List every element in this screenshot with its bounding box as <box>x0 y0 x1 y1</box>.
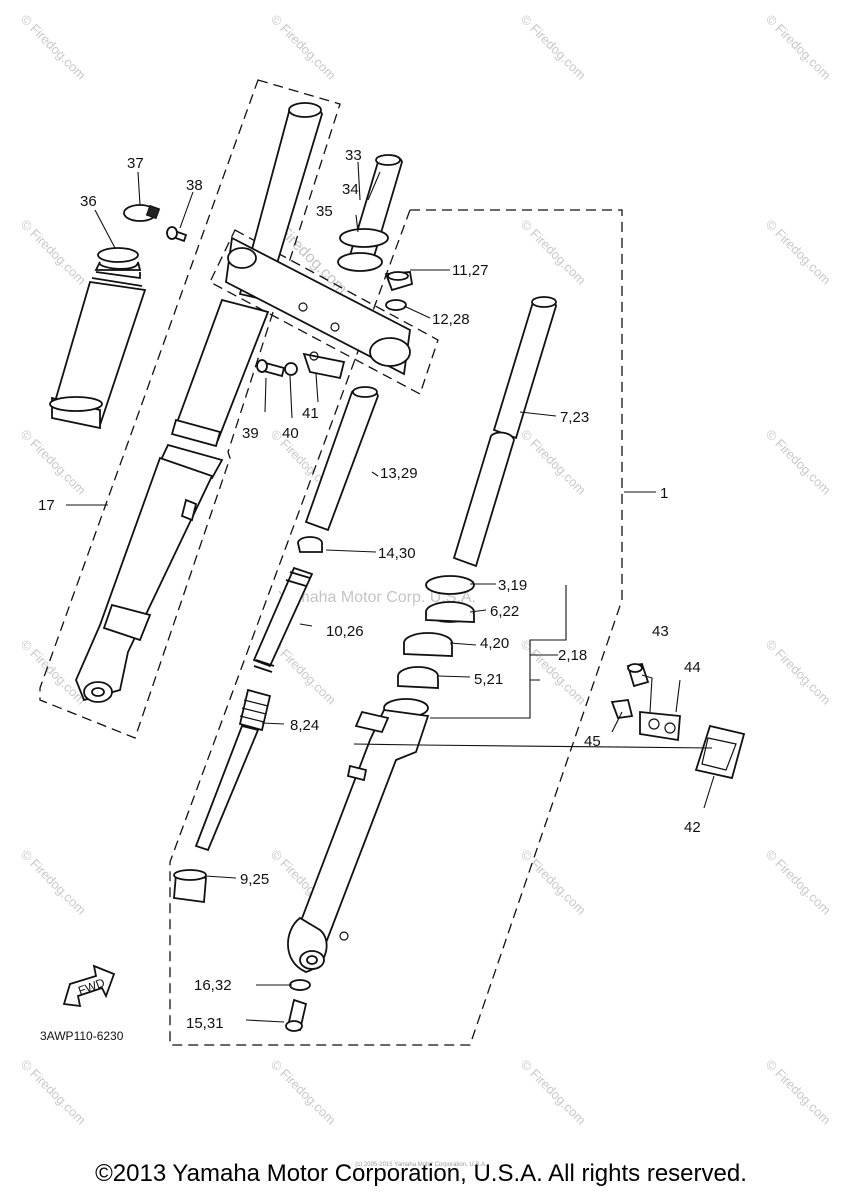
leader-lines <box>66 161 715 1023</box>
inline-watermark: Yamaha Motor Corp. U.S.A. <box>278 589 476 606</box>
fork-spring <box>304 386 379 532</box>
damper-cylinder <box>194 688 272 852</box>
watermark: © Firedog.com <box>518 427 589 498</box>
callout-2-18: 2,18 <box>558 647 587 664</box>
watermark: © Firedog.com <box>763 1057 834 1128</box>
callout-10-26: 10,26 <box>326 623 364 640</box>
callout-13-29: 13,29 <box>380 465 418 482</box>
spring-seat <box>297 536 323 553</box>
watermark: © Firedog.com <box>763 637 834 708</box>
callout-37: 37 <box>127 155 144 172</box>
callout-8-24: 8,24 <box>290 717 319 734</box>
callout-43: 43 <box>652 623 669 640</box>
watermark: © Firedog.com <box>518 217 589 288</box>
left-fork-assembly <box>75 102 323 703</box>
group-boundaries <box>39 79 623 1046</box>
cap-bolt <box>384 271 414 311</box>
callout-14-30: 14,30 <box>378 545 416 562</box>
callout-17: 17 <box>38 497 55 514</box>
watermark: © Firedog.com <box>268 1057 339 1128</box>
damper-rod <box>252 566 314 673</box>
copyright-notice: ©2013 Yamaha Motor Corporation, U.S.A. A… <box>95 1160 747 1187</box>
watermark: © Firedog.com <box>18 217 89 288</box>
watermark: © Firedog.com <box>518 1057 589 1128</box>
callout-6-22: 6,22 <box>490 603 519 620</box>
oil-seal-set <box>397 575 475 689</box>
callout-42: 42 <box>684 819 701 836</box>
damper-bolt <box>285 979 311 1032</box>
small-credit: (c) 2005-2015 Yamaha Motor Corporation, … <box>355 1162 487 1168</box>
watermark: © Firedog.com <box>18 847 89 918</box>
callout-1: 1 <box>660 485 668 502</box>
watermark: © Firedog.com <box>18 637 89 708</box>
right-fork-boundary <box>169 209 623 1046</box>
callout-39: 39 <box>242 425 259 442</box>
watermark: © Firedog.com <box>518 847 589 918</box>
callout-44: 44 <box>684 659 701 676</box>
callout-36: 36 <box>80 193 97 210</box>
watermark: © Firedog.com <box>763 12 834 83</box>
fwd-arrow-icon: FWD <box>62 964 116 1008</box>
callout-15-31: 15,31 <box>186 1015 224 1032</box>
callout-35: 35 <box>316 203 333 220</box>
watermark: © Firedog.com <box>763 427 834 498</box>
left-fork-boundary <box>39 79 341 739</box>
fork-boot <box>49 247 147 430</box>
clamp-screw <box>166 226 188 243</box>
fwd-label: FWD <box>76 975 107 998</box>
callout-45: 45 <box>584 733 601 750</box>
callout-4-20: 4,20 <box>480 635 509 652</box>
boot-clamp <box>123 204 161 222</box>
watermark: © Firedog.com <box>18 12 89 83</box>
watermark: © Firedog.com <box>763 217 834 288</box>
triple-clamp <box>225 154 411 376</box>
callout-33: 33 <box>345 147 362 164</box>
watermark: © Firedog.com <box>763 847 834 918</box>
callout-41: 41 <box>302 405 319 422</box>
watermark: © Firedog.com <box>18 427 89 498</box>
callout-38: 38 <box>186 177 203 194</box>
oil-lock-piece <box>173 869 207 904</box>
watermark: © Firedog.com <box>268 12 339 83</box>
watermark: © Firedog.com <box>18 1057 89 1128</box>
callout-3-19: 3,19 <box>498 577 527 594</box>
callout-12-28: 12,28 <box>432 311 470 328</box>
triple-clamp-boundary <box>209 229 439 395</box>
callout-7-23: 7,23 <box>560 409 589 426</box>
outer-tube <box>287 698 430 973</box>
callout-labels: 37 38 36 33 34 35 11,27 12,28 7,23 39 40… <box>38 147 701 1043</box>
callout-16-32: 16,32 <box>194 977 232 994</box>
inner-tube <box>452 296 557 568</box>
callout-5-21: 5,21 <box>474 671 503 688</box>
watermark: © Firedog.com <box>518 12 589 83</box>
callout-34: 34 <box>342 181 359 198</box>
diagram-code: 3AWP110-6230 <box>40 1029 124 1043</box>
callout-11-27: 11,27 <box>452 262 488 279</box>
reflector-assembly <box>610 663 746 780</box>
callout-40: 40 <box>282 425 299 442</box>
cable-guide-parts <box>256 351 346 380</box>
callout-9-25: 9,25 <box>240 871 269 888</box>
